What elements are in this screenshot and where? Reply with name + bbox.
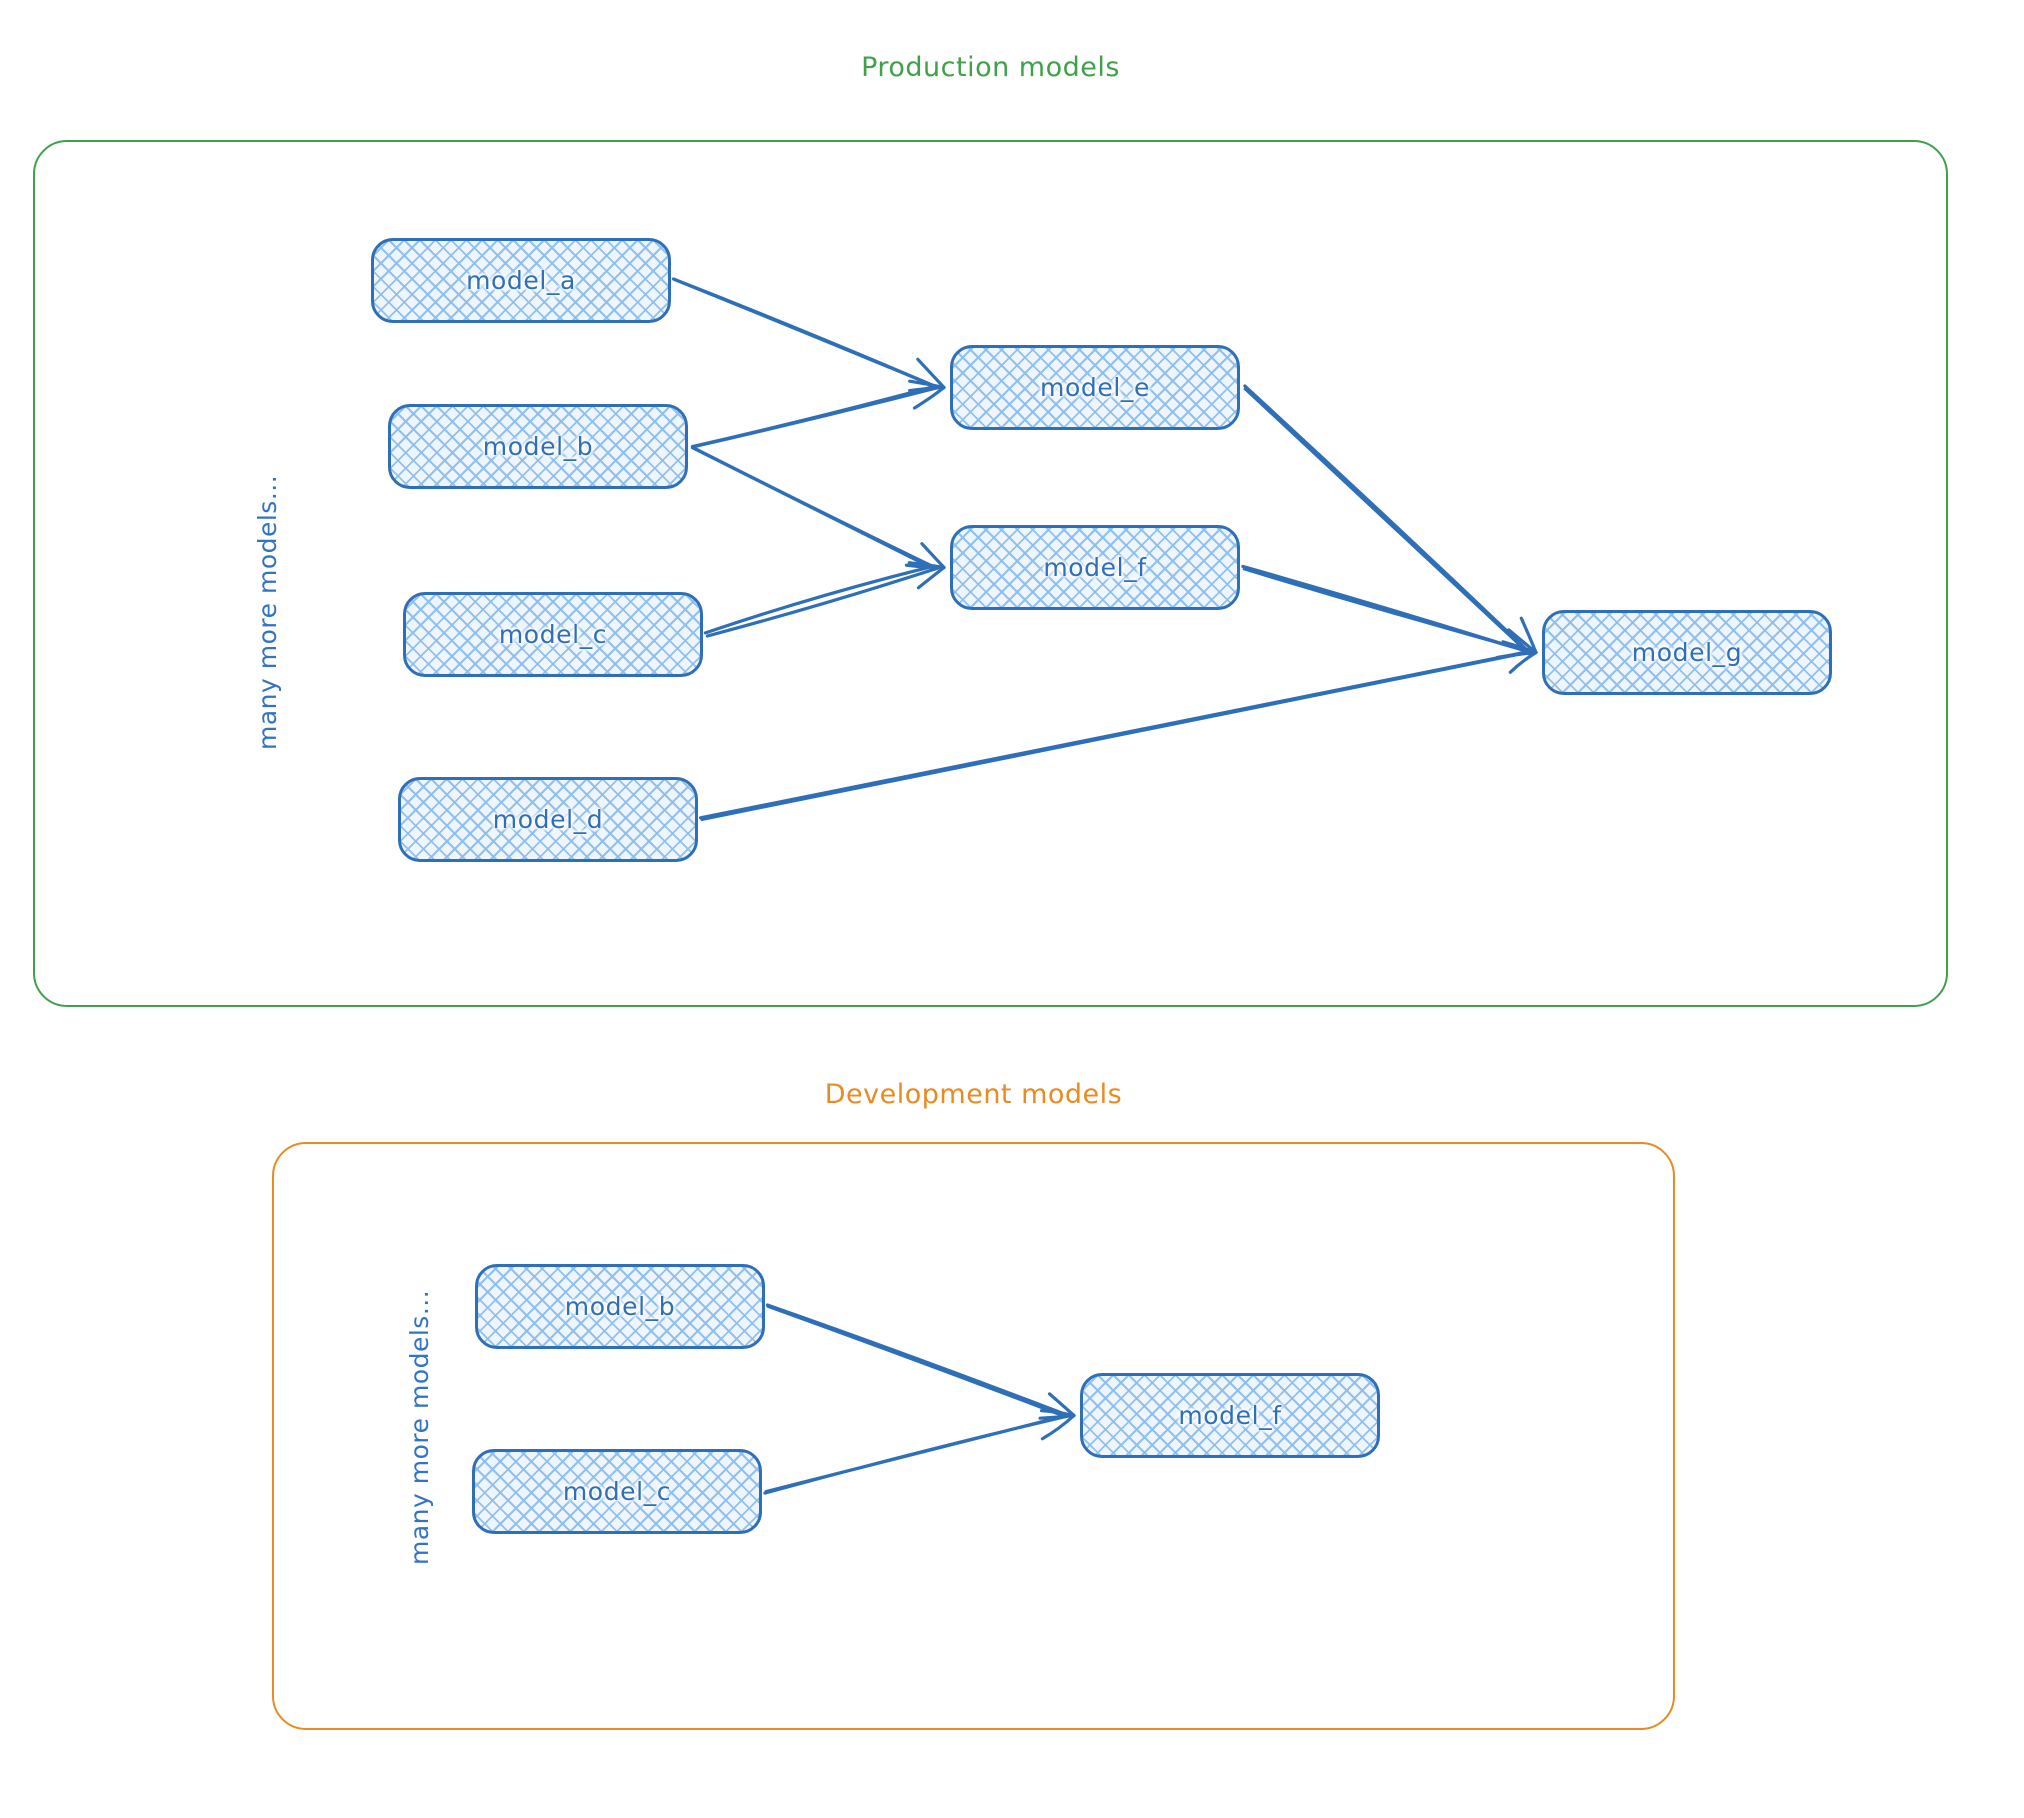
production-many-more-models-label: many more models...: [253, 474, 282, 750]
node-dev_model_c[interactable]: model_c: [472, 1449, 762, 1534]
node-model_g[interactable]: model_g: [1542, 610, 1832, 695]
node-label: model_f: [1043, 553, 1147, 582]
production-group-box: [33, 140, 1948, 1007]
node-label: model_e: [1040, 373, 1150, 402]
node-model_c[interactable]: model_c: [403, 592, 703, 677]
node-label: model_c: [562, 1477, 672, 1506]
node-dev_model_f[interactable]: model_f: [1080, 1373, 1380, 1458]
node-model_b[interactable]: model_b: [388, 404, 688, 489]
development-many-more-models-label: many more models...: [405, 1289, 434, 1565]
node-model_f[interactable]: model_f: [950, 525, 1240, 610]
node-label: model_f: [1178, 1401, 1282, 1430]
production-group-title: Production models: [861, 52, 1120, 83]
node-dev_model_b[interactable]: model_b: [475, 1264, 765, 1349]
node-label: model_c: [498, 620, 608, 649]
node-label: model_g: [1631, 638, 1743, 667]
node-model_e[interactable]: model_e: [950, 345, 1240, 430]
development-group-title: Development models: [824, 1079, 1123, 1110]
node-label: model_a: [466, 266, 576, 295]
node-label: model_b: [564, 1292, 676, 1321]
node-label: model_b: [482, 432, 594, 461]
development-group-box: [272, 1142, 1675, 1730]
node-label: model_d: [492, 805, 604, 834]
node-model_d[interactable]: model_d: [398, 777, 698, 862]
node-model_a[interactable]: model_a: [371, 238, 671, 323]
